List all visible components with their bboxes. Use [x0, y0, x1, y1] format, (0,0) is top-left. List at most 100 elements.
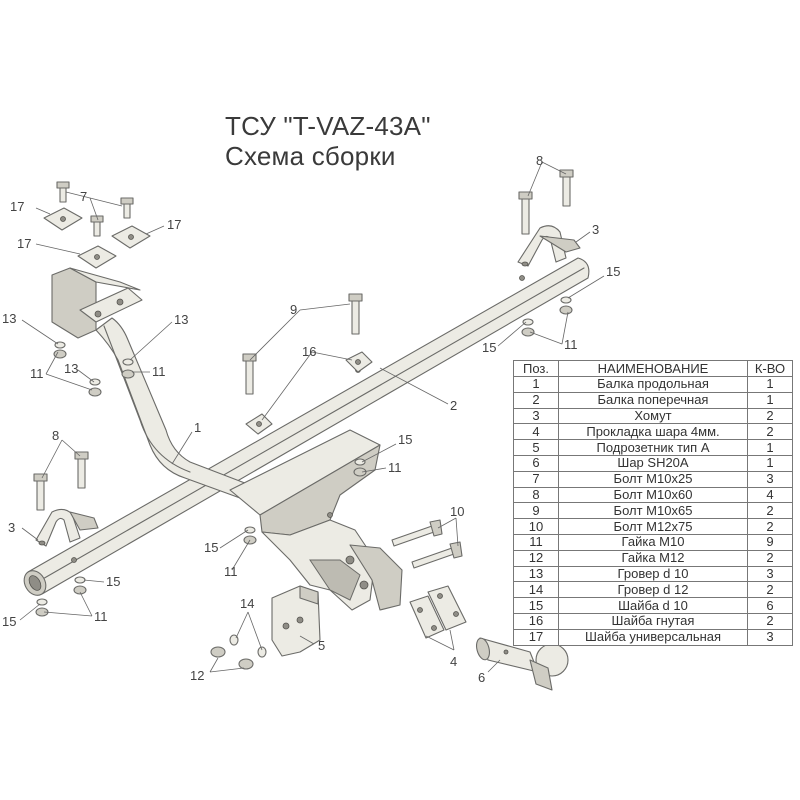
- table-header-row: Поз. НАИМЕНОВАНИЕ К-ВО: [513, 360, 793, 377]
- cross-beam: [23, 257, 590, 596]
- cell-qty: 1: [747, 391, 793, 409]
- cell-qty: 2: [747, 518, 793, 535]
- callout-label: 3: [592, 222, 599, 237]
- cell-qty: 2: [747, 502, 793, 520]
- callout-label: 11: [564, 337, 578, 352]
- cell-pos: 16: [513, 612, 559, 630]
- bolts: [33, 169, 574, 569]
- callout-label: 5: [318, 638, 325, 653]
- hitch-plate: [229, 429, 403, 611]
- cell-qty: 2: [747, 612, 793, 630]
- callout-label: 11: [224, 564, 238, 579]
- cell-name: Подрозетник тип А: [558, 439, 748, 456]
- cell-qty: 9: [747, 533, 793, 551]
- callout-label: 15: [482, 340, 496, 355]
- cell-pos: 12: [513, 549, 559, 567]
- clamp-left: [35, 508, 99, 547]
- callout-label: 11: [152, 364, 166, 379]
- cell-name: Шайба гнутая: [558, 612, 748, 630]
- cell-qty: 3: [747, 565, 793, 583]
- callout-label: 8: [52, 428, 59, 443]
- cell-pos: 6: [513, 454, 559, 472]
- header-qty: К-ВО: [747, 360, 793, 377]
- cell-name: Балка продольная: [558, 376, 748, 393]
- cell-pos: 7: [513, 470, 559, 488]
- header-name: НАИМЕНОВАНИЕ: [558, 360, 748, 377]
- cell-pos: 14: [513, 581, 559, 599]
- cell-name: Болт М10х60: [558, 486, 748, 504]
- callout-label: 17: [10, 199, 24, 214]
- callout-label: 2: [450, 398, 457, 413]
- cell-qty: 2: [747, 549, 793, 567]
- callout-label: 11: [94, 609, 108, 624]
- tow-ball: [475, 637, 569, 691]
- cell-name: Шайба универсальная: [558, 628, 748, 646]
- cell-qty: 1: [747, 439, 793, 456]
- cell-qty: 1: [747, 376, 793, 393]
- callout-label: 7: [80, 189, 87, 204]
- callout-label: 1: [194, 420, 201, 435]
- cell-name: Болт М10х25: [558, 470, 748, 488]
- callout-label: 9: [290, 302, 297, 317]
- cell-name: Шайба d 10: [558, 597, 748, 614]
- universal-washers: [43, 207, 151, 269]
- diagram-subtitle: Схема сборки: [225, 141, 396, 171]
- ball-spacers: [409, 585, 467, 639]
- leader-lines: [19, 161, 605, 673]
- callout-label: 15: [106, 574, 120, 589]
- cell-pos: 9: [513, 502, 559, 520]
- longitudinal-beam: [51, 267, 251, 499]
- cell-qty: 2: [747, 407, 793, 425]
- cell-name: Гровер d 12: [558, 581, 748, 599]
- cell-name: Гровер d 10: [558, 565, 748, 583]
- cell-name: Гайка М12: [558, 549, 748, 567]
- diagram-title: ТСУ "T-VAZ-43A": [225, 111, 431, 141]
- cell-qty: 3: [747, 628, 793, 646]
- callout-label: 8: [536, 153, 543, 168]
- callout-label: 15: [2, 614, 16, 629]
- cell-pos: 11: [513, 533, 559, 551]
- header-pos: Поз.: [513, 360, 559, 377]
- cell-qty: 1: [747, 454, 793, 472]
- cell-qty: 6: [747, 597, 793, 614]
- callout-label: 6: [478, 670, 485, 685]
- callout-label: 10: [450, 504, 464, 519]
- callout-label: 3: [8, 520, 15, 535]
- clamp-right: [517, 225, 581, 267]
- cell-name: Болт М10х65: [558, 502, 748, 520]
- cell-qty: 2: [747, 423, 793, 441]
- callout-label: 13: [64, 361, 78, 376]
- cell-qty: 3: [747, 470, 793, 488]
- callout-label: 15: [606, 264, 620, 279]
- cell-pos: 8: [513, 486, 559, 504]
- callout-label: 4: [450, 654, 457, 669]
- cell-pos: 5: [513, 439, 559, 456]
- callout-labels: 17 7 17 17 13 13 11 13 11 9 16 1 8 3 15 …: [2, 153, 620, 685]
- callout-label: 13: [174, 312, 188, 327]
- cell-qty: 4: [747, 486, 793, 504]
- bent-washers: [245, 351, 373, 435]
- callout-label: 13: [2, 311, 16, 326]
- callout-label: 11: [388, 460, 402, 475]
- callout-label: 16: [302, 344, 316, 359]
- cell-name: Балка поперечная: [558, 391, 748, 409]
- cell-pos: 3: [513, 407, 559, 425]
- cell-pos: 15: [513, 597, 559, 614]
- callout-label: 17: [167, 217, 181, 232]
